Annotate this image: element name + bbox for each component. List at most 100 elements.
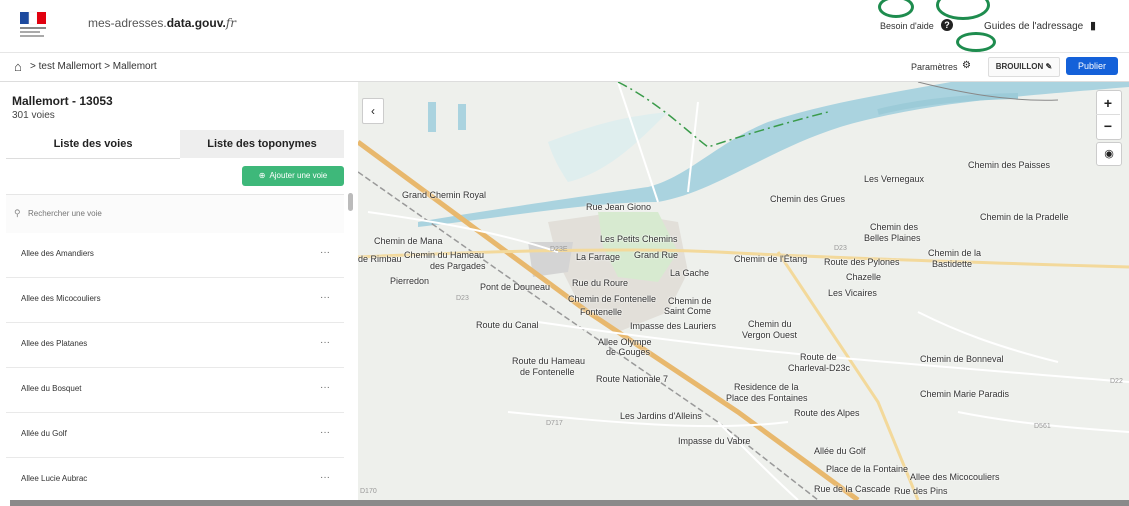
map-label: Route du Hameau — [512, 356, 586, 366]
map-label: Chemin du Hameau — [404, 250, 485, 260]
map-label: Rue des Pins — [894, 486, 948, 496]
map-label: Fontenelle — [580, 307, 623, 317]
voie-label: Allee Lucie Aubrac — [21, 474, 88, 483]
settings-link[interactable]: Paramètres — [911, 62, 958, 72]
plus-circle-icon: ⊕ — [258, 171, 266, 180]
map-label: Residence de la — [734, 382, 799, 392]
home-icon[interactable]: ⌂ — [14, 59, 22, 74]
map-label: Saint Come — [664, 306, 712, 316]
zoom-in-button[interactable]: + — [1103, 95, 1113, 111]
map-label: Route des Alpes — [794, 408, 860, 418]
more-icon[interactable]: ··· — [320, 427, 330, 438]
add-voie-button[interactable]: ⊕ Ajouter une voie — [242, 166, 344, 186]
map-label: Route des Pylones — [824, 257, 900, 267]
map-label: Chemin de — [668, 296, 712, 306]
search-icon: ⚲ — [14, 208, 21, 218]
map-label: Rue du Roure — [572, 278, 629, 288]
road-ref: D22 — [1110, 378, 1123, 385]
zoom-control — [1096, 90, 1122, 140]
guides-link[interactable]: Guides de l'adressage — [984, 21, 1084, 32]
more-icon[interactable]: ··· — [320, 382, 330, 393]
map-label: Chemin Marie Paradis — [920, 389, 1010, 399]
voie-label: Allee du Bosquet — [21, 384, 82, 393]
map-label: de Fontenelle — [520, 367, 575, 377]
map-label: Pont de Douneau — [480, 282, 551, 292]
map-label: de Gouges — [606, 347, 651, 357]
map-label: Chemin des Paisses — [968, 160, 1051, 170]
tab-toponymes[interactable]: Liste des toponymes — [180, 130, 344, 158]
publish-button[interactable]: Publier — [1066, 57, 1118, 75]
map-label: Route de — [800, 352, 837, 362]
map-label: Route du Canal — [476, 320, 539, 330]
map-label: La Gache — [670, 268, 710, 278]
list-item[interactable]: Allee des Micocouliers ··· — [6, 278, 344, 323]
map-label: Chemin des — [870, 222, 919, 232]
map-label: Charleval-D23c — [788, 363, 851, 373]
collapse-sidebar-button[interactable]: ‹ — [362, 98, 384, 124]
tab-voies[interactable]: Liste des voies — [6, 130, 180, 159]
more-icon[interactable]: ··· — [320, 472, 330, 483]
map-label: Vergon Ouest — [742, 330, 798, 340]
list-item[interactable]: Allee des Platanes ··· — [6, 323, 344, 368]
map-label: Pierredon — [390, 276, 430, 286]
voie-label: Allée du Golf — [21, 429, 67, 438]
annotation-oval — [956, 32, 996, 52]
road-ref: D23 — [456, 295, 469, 302]
map-label: Rue de la Cascade — [814, 484, 891, 494]
question-icon[interactable]: ? — [941, 19, 953, 31]
map-label: Chemin du — [748, 319, 792, 329]
map-label: Place de la Fontaine — [826, 464, 909, 474]
list-item[interactable]: Allee Lucie Aubrac ··· — [6, 458, 344, 502]
list-item[interactable]: Allee des Amandiers ··· — [6, 233, 344, 278]
map-label: Allée du Golf — [814, 446, 866, 456]
map-label: Les Petits Chemins — [600, 234, 678, 244]
map-label: Chazelle — [846, 272, 882, 282]
commune-title: Mallemort - 13053 — [12, 94, 113, 108]
list-item[interactable]: Allee du Bosquet ··· — [6, 368, 344, 413]
draft-status-button[interactable]: BROUILLON ✎ — [988, 57, 1060, 77]
help-link[interactable]: Besoin d'aide — [880, 21, 934, 31]
road-ref: D170 — [360, 488, 377, 495]
map-label: Chemin des Grues — [770, 194, 846, 204]
map-label: La Farrage — [576, 252, 621, 262]
book-icon[interactable]: ▮ — [1090, 20, 1097, 32]
site-name[interactable]: mes-adresses.data.gouv.fr — [88, 16, 237, 30]
voie-label: Allee des Micocouliers — [21, 294, 101, 303]
list-item[interactable]: Allée du Golf ··· — [6, 413, 344, 458]
map-label: Rue Jean Giono — [586, 202, 652, 212]
map-label: Chemin de Mana — [374, 236, 443, 246]
map-label: Les Vernegaux — [864, 174, 925, 184]
voie-label: Allee des Amandiers — [21, 249, 94, 258]
breadcrumb[interactable]: > test Mallemort > Mallemort — [30, 61, 157, 72]
map-label: Allee des Micocouliers — [910, 472, 1000, 482]
marianne-logo[interactable] — [18, 10, 70, 40]
divider — [10, 500, 1129, 506]
more-icon[interactable]: ··· — [320, 247, 330, 258]
road-ref: D23 — [834, 245, 847, 252]
more-icon[interactable]: ··· — [320, 337, 330, 348]
zoom-out-button[interactable]: − — [1096, 114, 1120, 137]
map-label: Chemin de l'Étang — [734, 254, 808, 264]
map-label: des Pargades — [430, 261, 486, 271]
road-ref: D561 — [1034, 423, 1051, 430]
map-label: Bastidette — [932, 259, 973, 269]
map-label: Place des Fontaines — [726, 393, 808, 403]
toolbar — [0, 53, 1129, 82]
map-label: Chemin de Fontenelle — [568, 294, 657, 304]
more-icon[interactable]: ··· — [320, 292, 330, 303]
map-label: Impasse du Vabre — [678, 436, 751, 446]
map-label: Route Nationale 7 — [596, 374, 669, 384]
search-input[interactable] — [26, 204, 330, 222]
map-view[interactable]: Grand Chemin Royal Rue Jean Giono Chemin… — [358, 82, 1129, 500]
map-label: Chemin de la — [928, 248, 982, 258]
map-pin-icon[interactable]: ◉ — [1096, 142, 1122, 166]
map-label: Grand Rue — [634, 250, 679, 260]
scrollbar[interactable] — [348, 193, 353, 211]
voies-count: 301 voies — [12, 110, 55, 121]
map-label: Allee Olympe — [598, 337, 652, 347]
map-label: Grand Chemin Royal — [402, 190, 487, 200]
map-label: Chemin de la Pradelle — [980, 212, 1069, 222]
map-background — [358, 82, 1129, 500]
gear-icon[interactable]: ⚙ — [962, 60, 971, 71]
map-label: Impasse des Lauriers — [630, 321, 717, 331]
